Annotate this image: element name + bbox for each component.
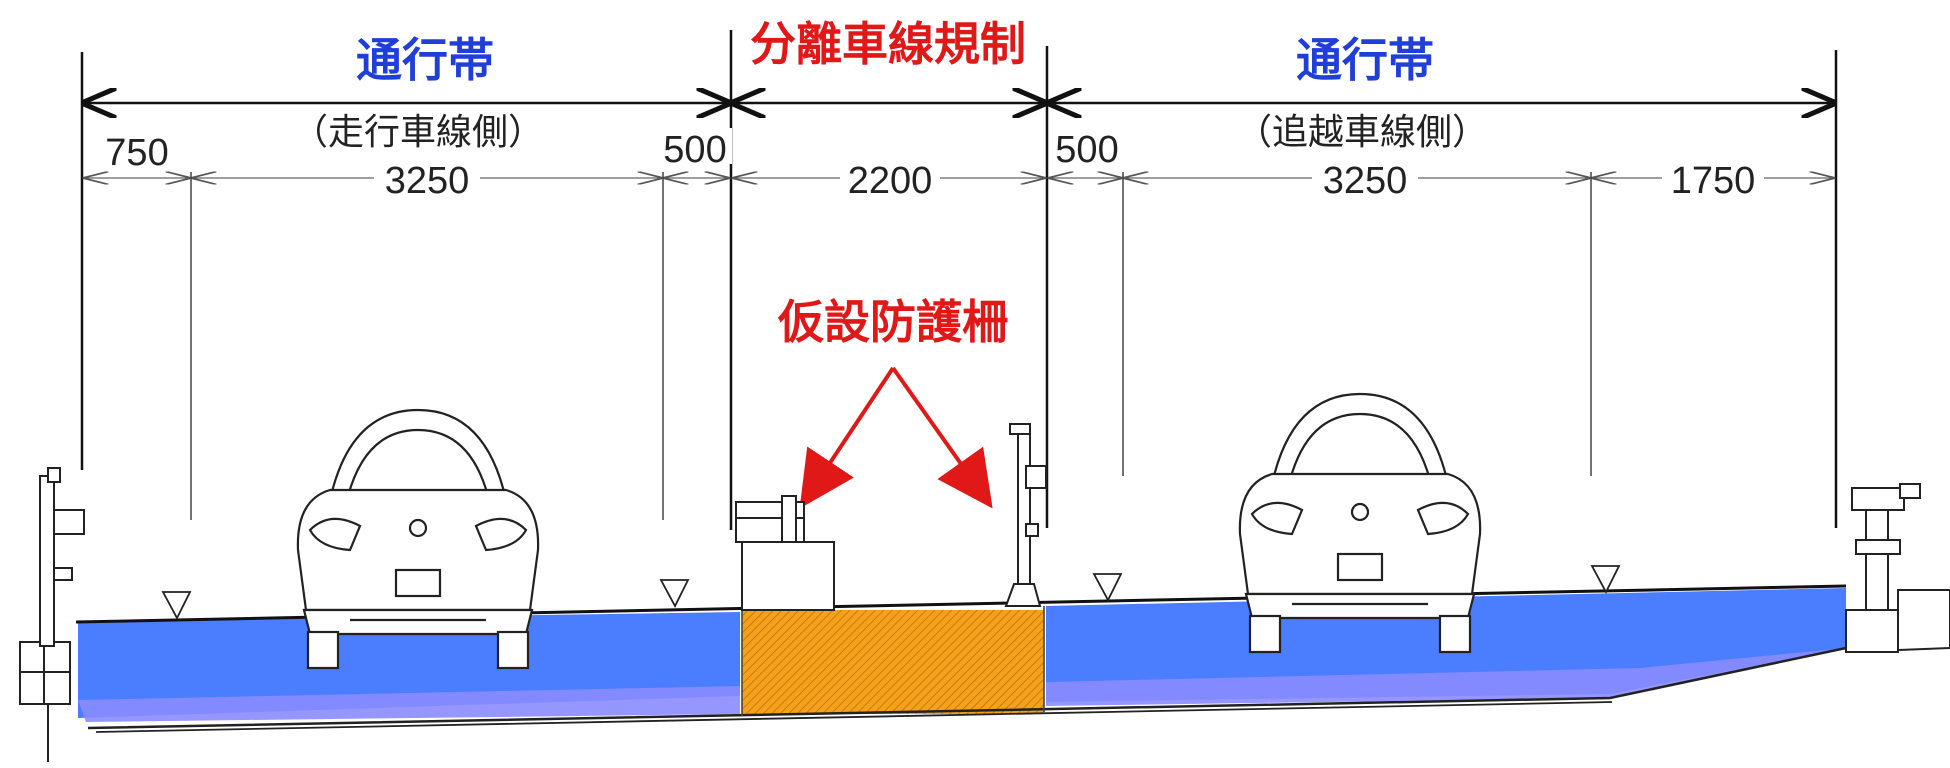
temporary-barrier-label: 仮設防護柵 bbox=[777, 295, 1008, 349]
car-rear-icon bbox=[1238, 392, 1482, 654]
dim-2200: 2200 bbox=[848, 160, 933, 202]
left-zone-label: 通行帯 bbox=[356, 33, 494, 87]
temporary-barrier-icon bbox=[735, 423, 1047, 611]
left-zone-sub-label: （走行車線側） bbox=[292, 112, 544, 153]
right-zone-sub-label: （追越車線側） bbox=[1236, 112, 1488, 153]
center-regulation-label: 分離車線規制 bbox=[750, 17, 1026, 71]
guardrail-post-icon bbox=[19, 467, 85, 762]
dim-750: 750 bbox=[105, 132, 168, 174]
dim-500-right: 500 bbox=[1055, 129, 1118, 171]
right-zone-label: 通行帯 bbox=[1296, 33, 1434, 87]
dim-500-left: 500 bbox=[663, 129, 726, 171]
barrier-pointer-arrows bbox=[799, 366, 993, 509]
dim-3250-left: 3250 bbox=[385, 160, 470, 202]
dim-3250-right: 3250 bbox=[1323, 160, 1408, 202]
dim-1750: 1750 bbox=[1671, 160, 1756, 202]
dimension-labels: 750 3250 500 2200 500 3250 1750 bbox=[98, 128, 1764, 202]
guardrail-post-icon bbox=[1845, 483, 1950, 653]
lane-division-lines bbox=[190, 172, 1592, 520]
road-level-marker-icon bbox=[161, 565, 1621, 620]
car-rear-icon bbox=[296, 408, 540, 670]
